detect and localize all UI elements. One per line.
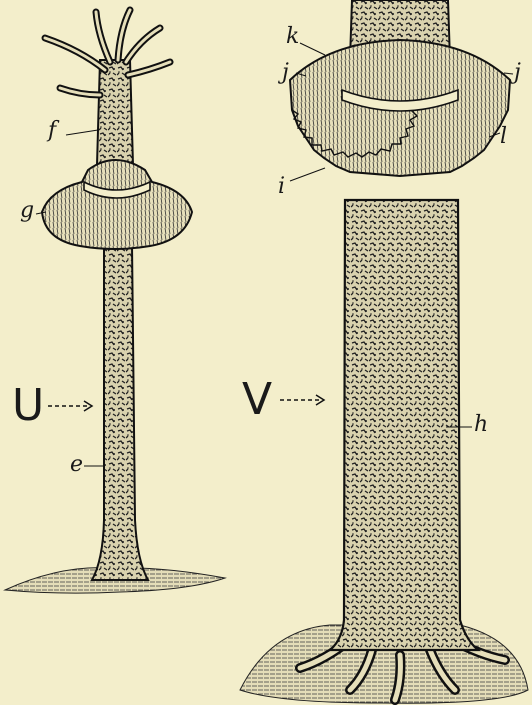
part-label-h: h	[474, 414, 488, 436]
figure-v-trunk	[330, 200, 478, 650]
figure-u-label: U	[12, 384, 44, 428]
figure-u-tree	[5, 10, 225, 593]
figure-u-trunk	[92, 245, 148, 580]
part-label-g: g	[20, 200, 34, 222]
figure-v-arrow	[280, 395, 324, 405]
part-label-l: l	[500, 126, 507, 148]
figure-v-tree	[240, 0, 528, 703]
part-label-e: e	[70, 454, 83, 476]
part-label-j-right: j	[514, 62, 521, 84]
part-label-k: k	[286, 26, 299, 48]
figure-v-label: V	[242, 378, 272, 422]
figure-u-arrow	[48, 401, 92, 411]
part-label-f: f	[48, 120, 56, 142]
part-label-i: i	[278, 176, 285, 198]
figure-u-collar	[42, 160, 192, 249]
part-label-j-left: j	[282, 62, 289, 84]
